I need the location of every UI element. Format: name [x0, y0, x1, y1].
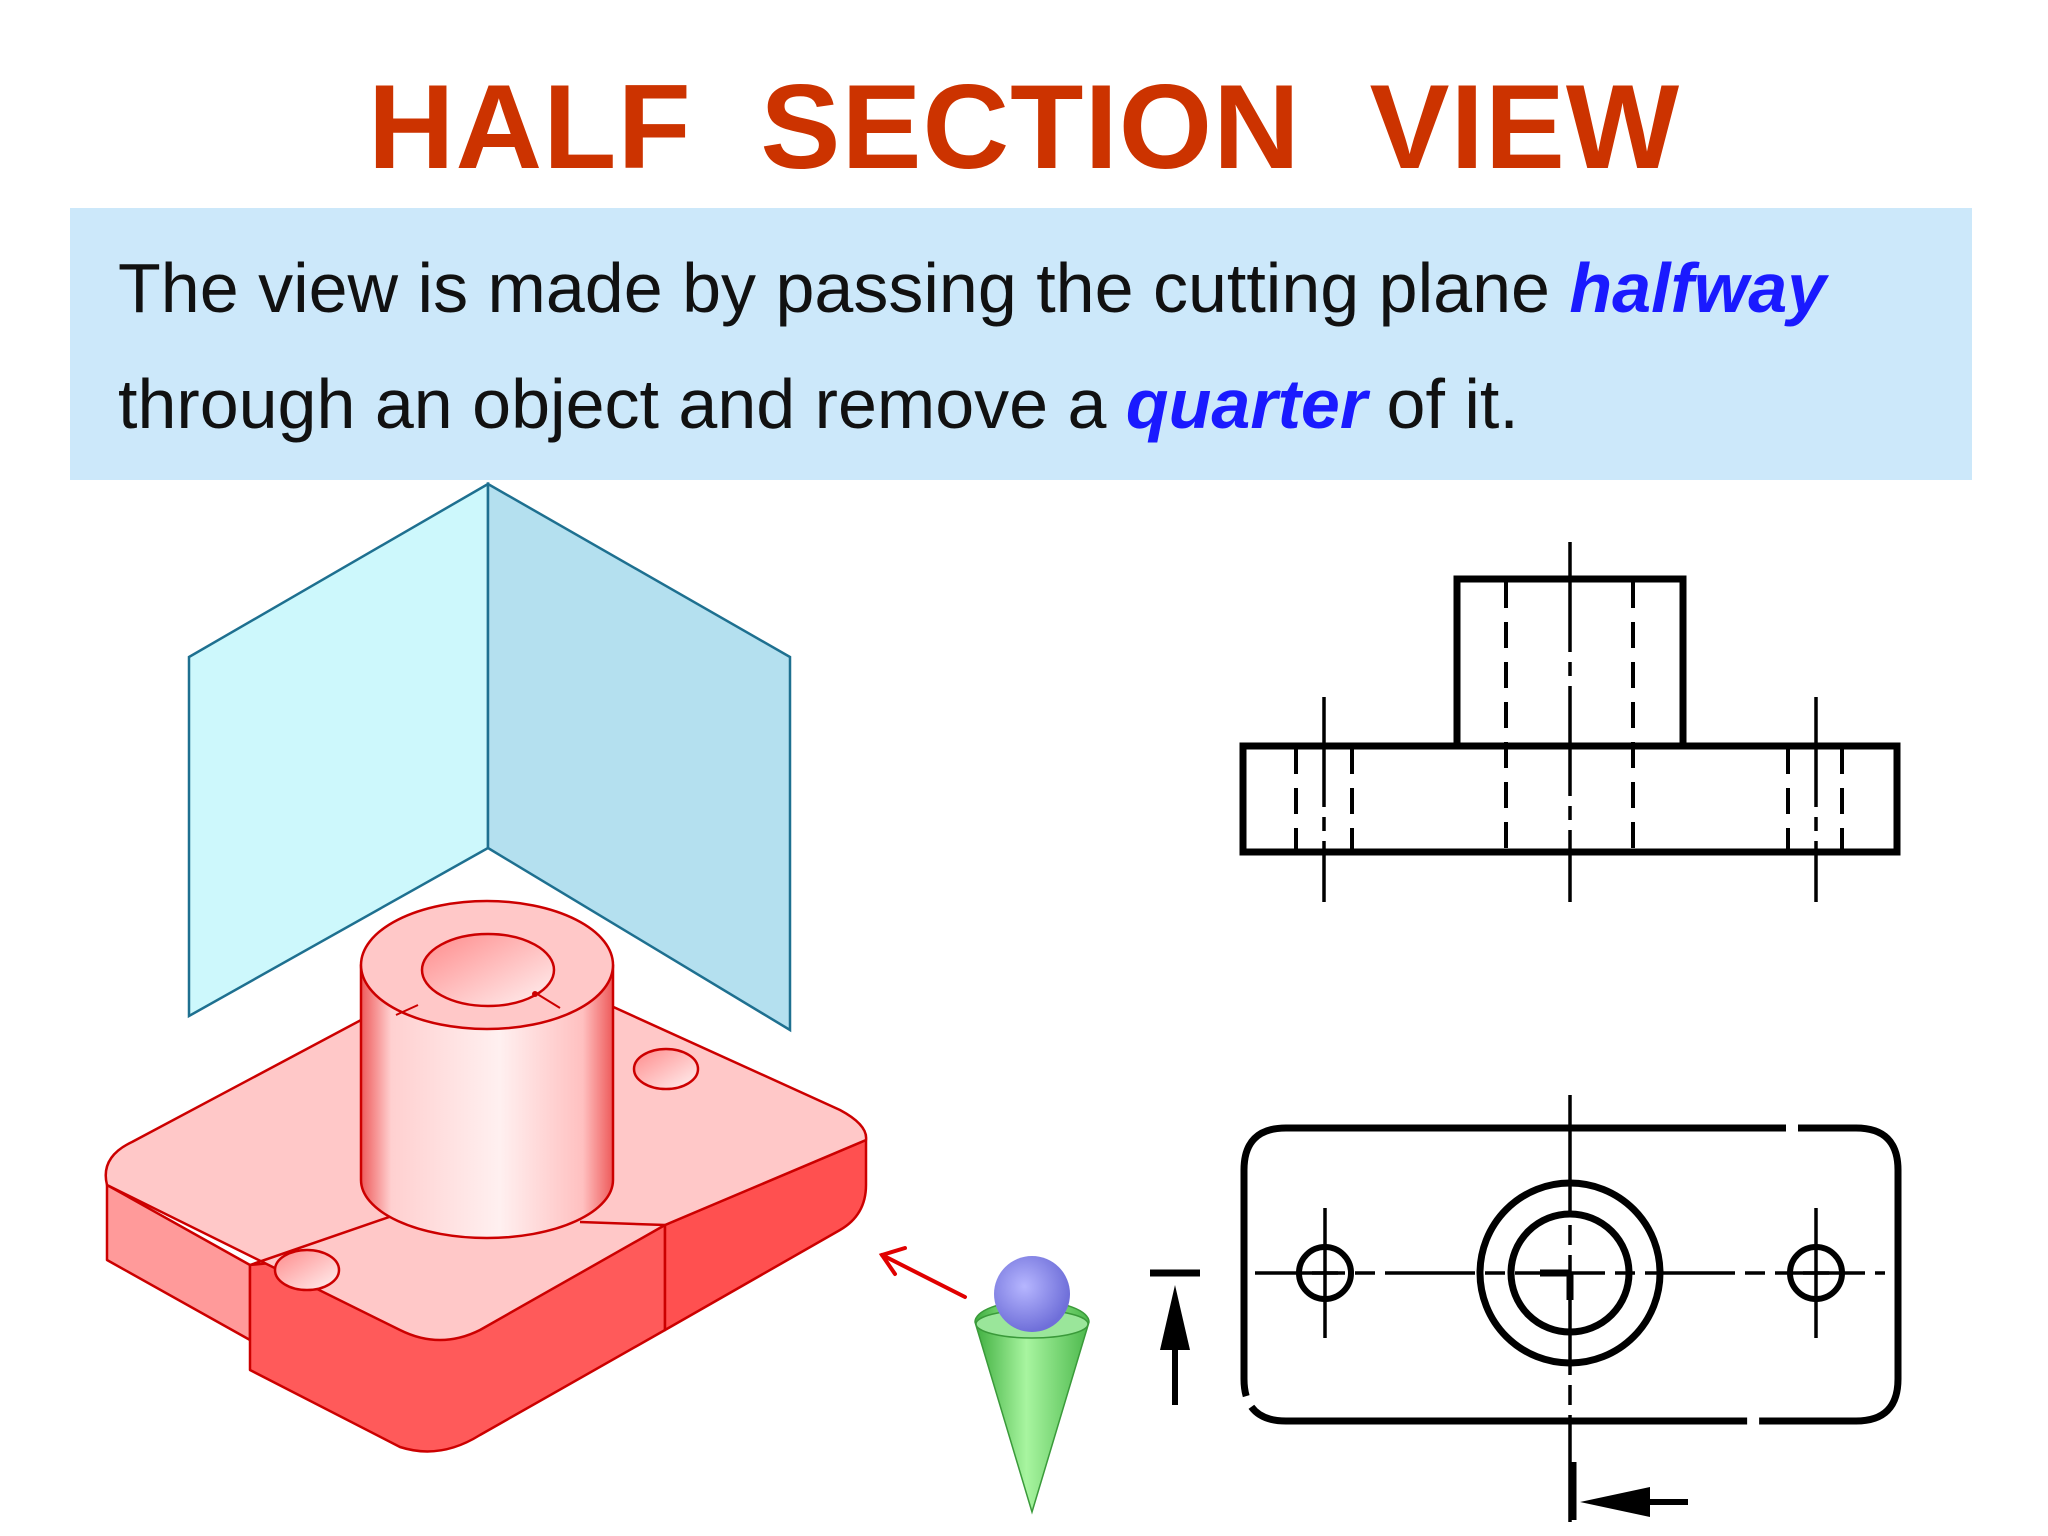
top-view-outline: [1240, 1124, 1902, 1425]
observer-icon: [974, 1256, 1090, 1515]
section-line: [395, 1004, 419, 1016]
section-line: [533, 991, 561, 1009]
isometric-object: [104, 899, 868, 1453]
section-line: [579, 1220, 666, 1227]
page-title: HALF SECTION VIEW: [367, 60, 1681, 194]
top-view: [1240, 1095, 1902, 1522]
front-view-hidden-lines: [1294, 582, 1844, 852]
emphasis-quarter: quarter: [1125, 365, 1368, 443]
section-mark: [532, 991, 538, 997]
definition-line-2: through an object and remove a quarter o…: [118, 364, 1519, 444]
emphasis-halfway: halfway: [1569, 249, 1827, 327]
view-direction-arrow: [878, 1246, 967, 1299]
base-hole-front: [273, 1248, 341, 1292]
front-view-centerlines: [1322, 542, 1818, 902]
cutting-plane-group: [187, 481, 792, 1033]
front-view: [1239, 542, 1901, 902]
cutting-plane-arrowhead-up: [1160, 1285, 1190, 1350]
cutting-plane-line: [1150, 1269, 1688, 1520]
cutting-plane-arrowhead-left: [1580, 1487, 1650, 1517]
definition-text: through an object and remove a: [118, 365, 1126, 443]
observer-eye-icon: [994, 1256, 1070, 1332]
top-view-centerlines: [1255, 1095, 1885, 1522]
boss-bore: [420, 932, 556, 1008]
cutting-plane-right: [486, 481, 792, 1033]
base-hole-back: [632, 1047, 700, 1091]
definition-line-1: The view is made by passing the cutting …: [118, 248, 1826, 328]
base-right-face: [663, 1138, 868, 1332]
boss-cylinder-side: [359, 963, 615, 1240]
definition-box: The view is made by passing the cutting …: [70, 208, 1972, 480]
definition-text: The view is made by passing the cutting …: [118, 249, 1570, 327]
section-line: [249, 1213, 396, 1267]
definition-text: of it.: [1367, 365, 1519, 443]
